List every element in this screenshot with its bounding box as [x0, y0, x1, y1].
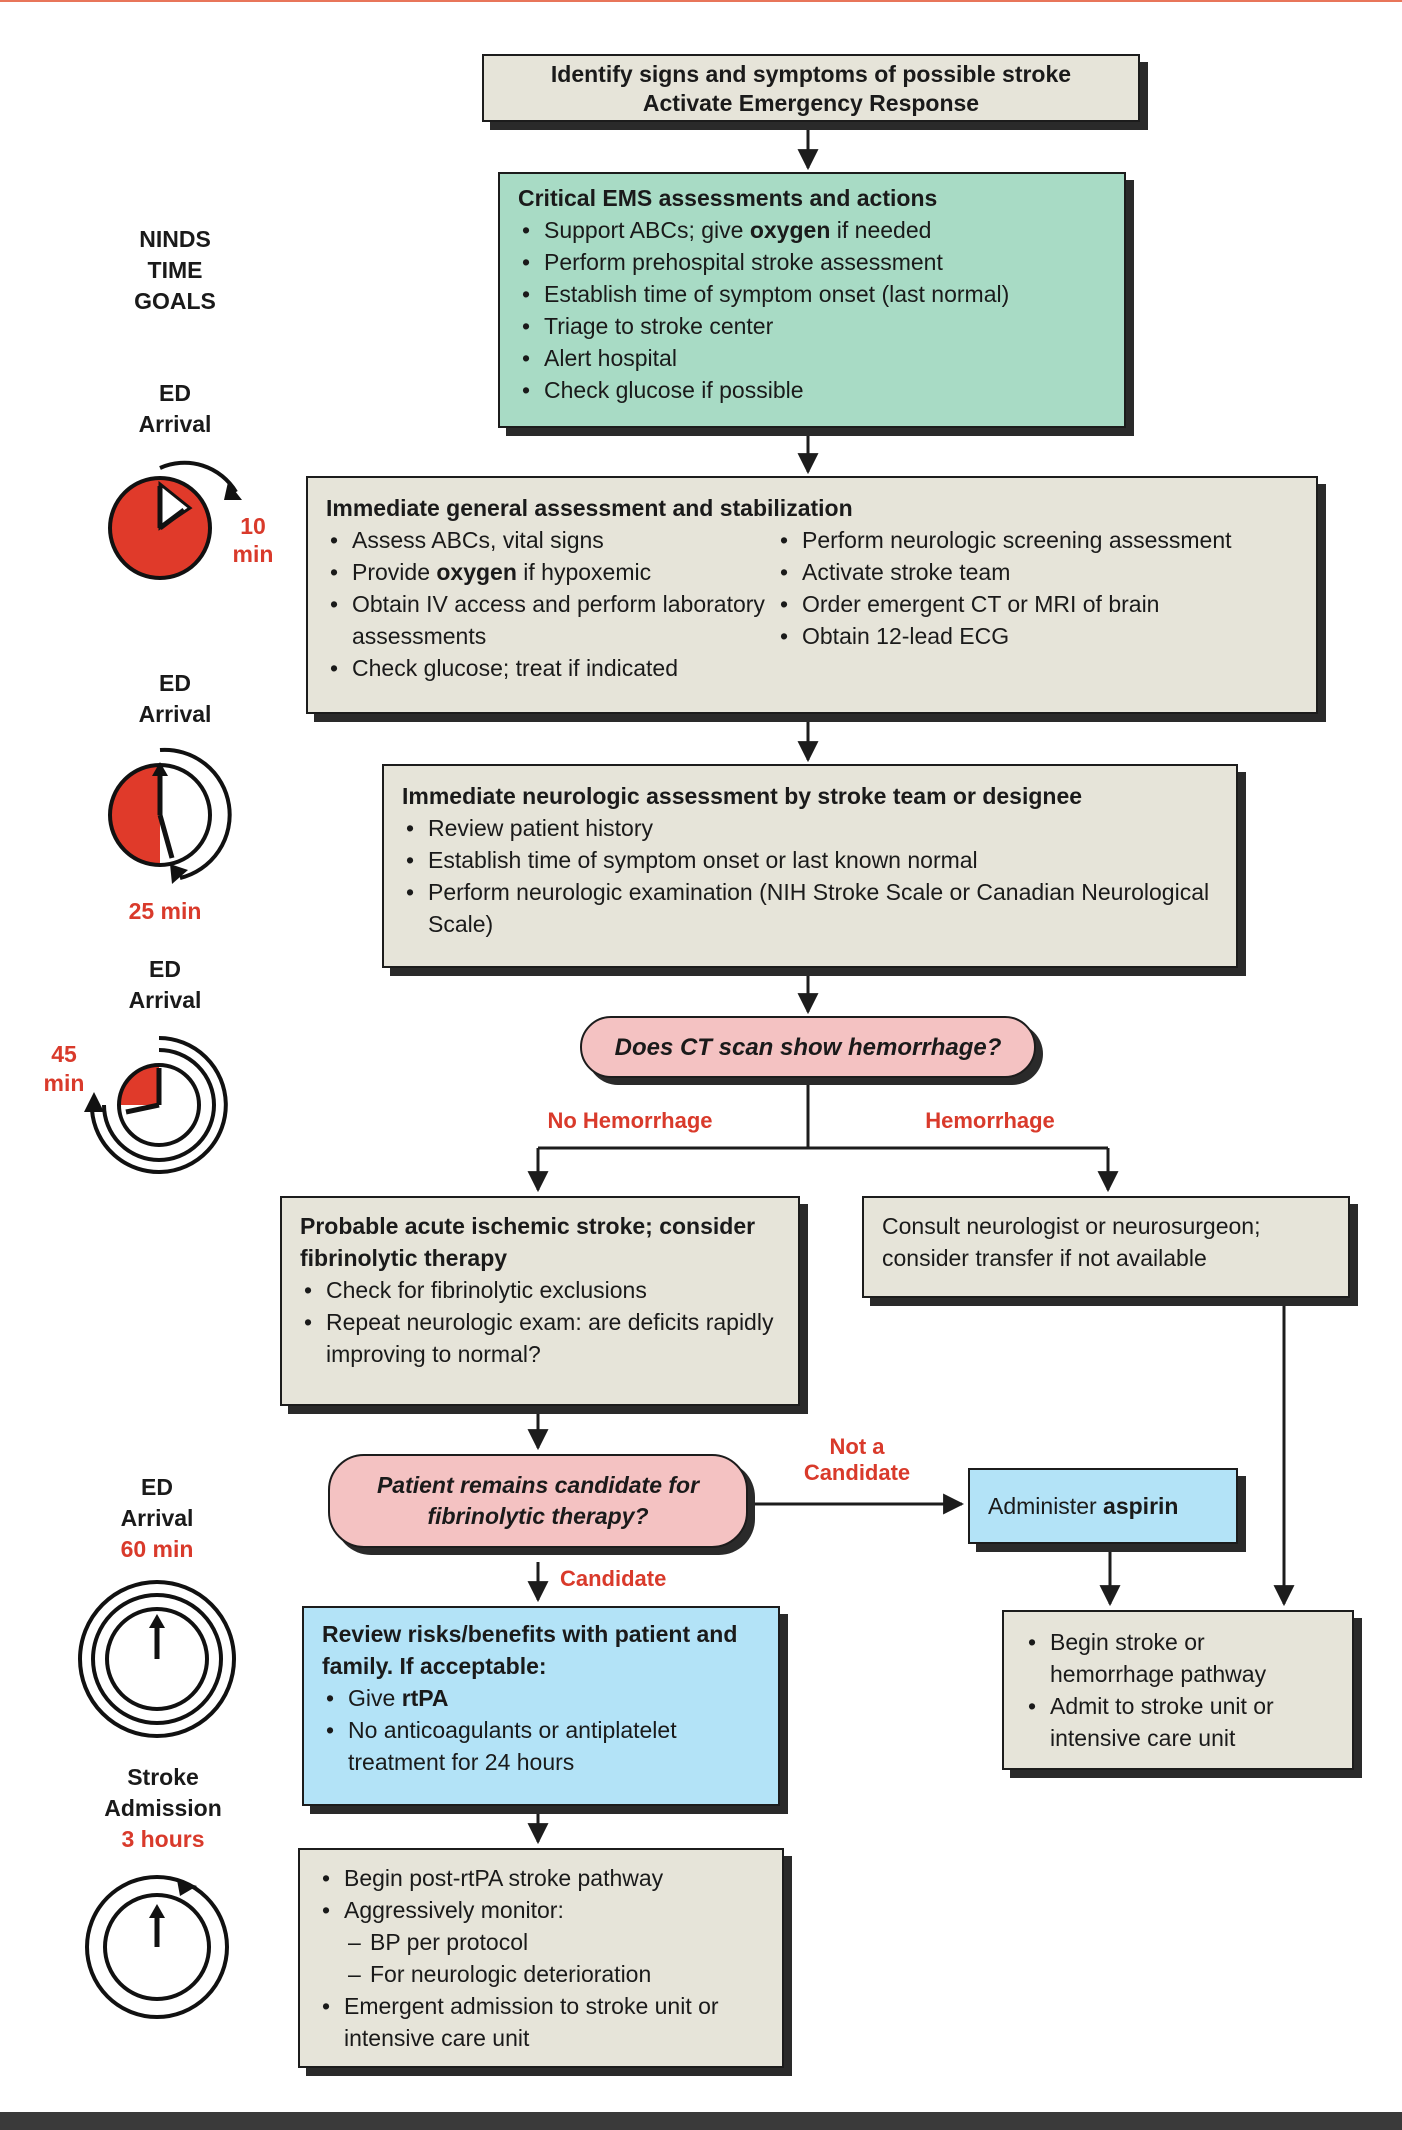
goal-45min-label: ED Arrival — [128, 956, 202, 1013]
review-list: Give rtPA No anticoagulants or antiplate… — [322, 1682, 760, 1778]
post-rtpa-box: Begin post-rtPA stroke pathway Aggressiv… — [298, 1848, 784, 2068]
review-item-1: Give rtPA — [322, 1682, 760, 1714]
aspirin-box: Administer aspirin — [968, 1468, 1238, 1544]
review-box: Review risks/benefits with patient and f… — [302, 1606, 780, 1806]
ischemic-box: Probable acute ischemic stroke; consider… — [280, 1196, 800, 1406]
goal-10min-label: ED Arrival — [138, 380, 212, 437]
goal-60min-time: 60 min — [120, 1536, 194, 1562]
top-rule — [0, 0, 1402, 2]
goal-25min-time: 25 min — [128, 898, 202, 924]
start-line-2: Activate Emergency Response — [642, 90, 980, 116]
neuro-list: Review patient history Establish time of… — [402, 812, 1218, 940]
goal-60min-label: ED Arrival 60 min — [92, 1472, 222, 1565]
post-rtpa-list: Begin post-rtPA stroke pathway Aggressiv… — [318, 1862, 764, 2054]
ems-item-5: Alert hospital — [518, 342, 1106, 374]
general-right-1: Perform neurologic screening assessment — [776, 524, 1256, 556]
general-list-right: Perform neurologic screening assessment … — [776, 524, 1256, 684]
post-sub-2: For neurologic deterioration — [318, 1958, 764, 1990]
clock-60min-icon — [78, 1580, 236, 1738]
neuro-title: Immediate neurologic assessment by strok… — [402, 783, 1083, 809]
clock-3h-icon — [85, 1875, 229, 2019]
review-title: Review risks/benefits with patient and f… — [322, 1621, 738, 1679]
pathway-item-2: Admit to stroke unit or intensive care u… — [1024, 1690, 1332, 1754]
ninds-time-goals-heading: NINDS TIME GOALS — [134, 226, 216, 314]
goal-25min-label: ED Arrival — [138, 670, 212, 727]
neuro-item-1: Review patient history — [402, 812, 1218, 844]
pathway-list: Begin stroke or hemorrhage pathway Admit… — [1024, 1626, 1332, 1754]
ct-decision: Does CT scan show hemorrhage? — [580, 1016, 1036, 1078]
ems-item-1: Support ABCs; give oxygen if needed — [518, 214, 1106, 246]
ems-box: Critical EMS assessments and actions Sup… — [498, 172, 1126, 428]
general-right-4: Obtain 12-lead ECG — [776, 620, 1256, 652]
candidate-decision: Patient remains candidate for fibrinolyt… — [328, 1454, 748, 1548]
bottom-bar — [0, 2112, 1402, 2130]
goal-45min-time: 45 min — [43, 1041, 85, 1096]
start-box: Identify signs and symptoms of possible … — [482, 54, 1140, 122]
post-item-1: Begin post-rtPA stroke pathway — [318, 1862, 764, 1894]
pathway-box: Begin stroke or hemorrhage pathway Admit… — [1002, 1610, 1354, 1770]
general-list-left: Assess ABCs, vital signs Provide oxygen … — [326, 524, 766, 684]
candidate-label: Candidate — [560, 1566, 667, 1591]
ischemic-title: Probable acute ischemic stroke; consider… — [300, 1213, 756, 1271]
post-item-3: Emergent admission to stroke unit or int… — [318, 1990, 764, 2054]
post-sub-1: BP per protocol — [318, 1926, 764, 1958]
ischemic-item-1: Check for fibrinolytic exclusions — [300, 1274, 780, 1306]
clock-10min-icon — [108, 460, 242, 580]
aspirin-text: Administer aspirin — [988, 1493, 1179, 1519]
neuro-item-3: Perform neurologic examination (NIH Stro… — [402, 876, 1218, 940]
review-item-2: No anticoagulants or antiplatelet treatm… — [322, 1714, 760, 1778]
ischemic-list: Check for fibrinolytic exclusions Repeat… — [300, 1274, 780, 1370]
consult-box: Consult neurologist or neurosurgeon; con… — [862, 1196, 1350, 1298]
ems-item-2: Perform prehospital stroke assessment — [518, 246, 1106, 278]
consult-text: Consult neurologist or neurosurgeon; con… — [882, 1213, 1261, 1271]
ems-item-3: Establish time of symptom onset (last no… — [518, 278, 1106, 310]
neuro-assessment-box: Immediate neurologic assessment by strok… — [382, 764, 1238, 968]
not-candidate-label: Not a Candidate — [803, 1434, 911, 1485]
ischemic-item-2: Repeat neurologic exam: are deficits rap… — [300, 1306, 780, 1370]
clock-45min-icon — [84, 1036, 228, 1174]
neuro-item-2: Establish time of symptom onset or last … — [402, 844, 1218, 876]
general-assessment-box: Immediate general assessment and stabili… — [306, 476, 1318, 714]
ems-list: Support ABCs; give oxygen if needed Perf… — [518, 214, 1106, 406]
ems-title: Critical EMS assessments and actions — [518, 185, 938, 211]
goal-3h-time: 3 hours — [121, 1826, 205, 1852]
hemorrhage-label: Hemorrhage — [925, 1108, 1055, 1133]
ems-item-4: Triage to stroke center — [518, 310, 1106, 342]
general-left-3: Obtain IV access and perform laboratory … — [326, 588, 766, 652]
clock-25min-icon — [108, 747, 232, 884]
goal-3h-label: Stroke Admission 3 hours — [88, 1762, 238, 1855]
general-left-4: Check glucose; treat if indicated — [326, 652, 766, 684]
no-hemorrhage-label: No Hemorrhage — [547, 1108, 713, 1133]
general-right-3: Order emergent CT or MRI of brain — [776, 588, 1256, 620]
general-left-1: Assess ABCs, vital signs — [326, 524, 766, 556]
general-right-2: Activate stroke team — [776, 556, 1256, 588]
general-left-2: Provide oxygen if hypoxemic — [326, 556, 766, 588]
ems-item-6: Check glucose if possible — [518, 374, 1106, 406]
pathway-item-1: Begin stroke or hemorrhage pathway — [1024, 1626, 1332, 1690]
start-line-1: Identify signs and symptoms of possible … — [550, 61, 1072, 87]
goal-10min-time: 10 min — [232, 513, 274, 567]
general-title: Immediate general assessment and stabili… — [326, 495, 853, 521]
post-item-2: Aggressively monitor: — [318, 1894, 764, 1926]
